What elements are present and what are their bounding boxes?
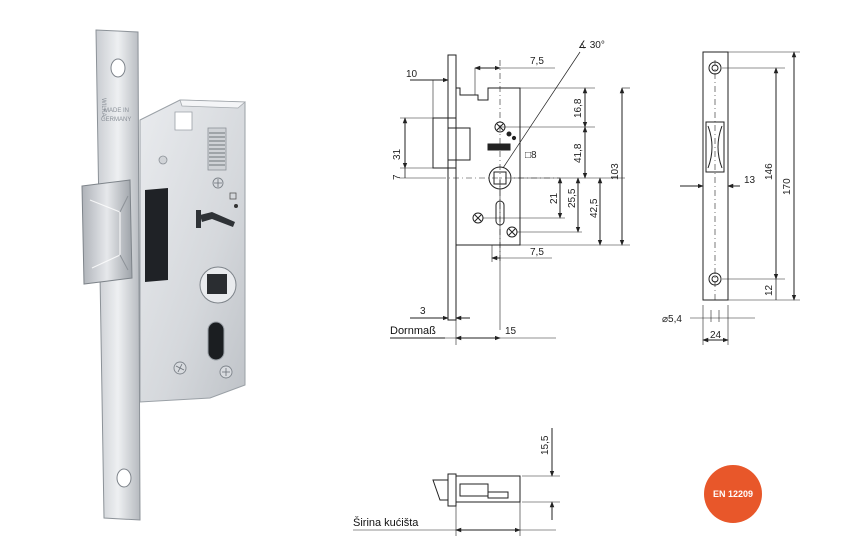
dim-diameter-5-4: ⌀5,4 [662, 314, 682, 325]
dim-7: 7 [392, 174, 403, 180]
top-view-labels: 15,5 Širina kućišta [353, 435, 551, 529]
side-view-labels: 13 146 170 12 ⌀5,4 24 [662, 163, 793, 341]
dornmass-label: Dornmaß [390, 325, 436, 337]
dim-7-5-top: 7,5 [530, 56, 544, 67]
housing-width-label: Širina kućišta [353, 516, 419, 529]
dim-13: 13 [744, 175, 756, 186]
dim-angle-30: ∡ 30° [578, 40, 605, 51]
dim-31: 31 [392, 148, 403, 160]
dim-170: 170 [782, 178, 793, 195]
dim-square-8: □8 [525, 150, 537, 161]
dim-15: 15 [505, 326, 517, 337]
cylinder-hole [207, 321, 225, 361]
spring [207, 127, 227, 171]
badge-text: EN 12209 [713, 489, 753, 499]
faceplate-side-outline [702, 51, 729, 301]
faceplate-outline [447, 54, 457, 321]
top-view-drawing [353, 428, 560, 536]
case-outline [455, 87, 521, 246]
front-view-drawing [390, 51, 630, 345]
dim-146: 146 [764, 163, 775, 180]
dim-12: 12 [764, 284, 775, 296]
dim-24: 24 [710, 330, 722, 341]
dim-42-5: 42,5 [589, 198, 600, 218]
dim-21: 21 [549, 192, 560, 204]
top-faceplate [447, 473, 457, 507]
brand-engraving: WILKA [100, 98, 106, 117]
dim-16-8: 16,8 [573, 98, 584, 118]
latch-bolt [81, 179, 133, 285]
dim-103: 103 [610, 163, 621, 180]
side-view-drawing [680, 51, 800, 345]
made-in-line1: MADE IN [104, 108, 129, 114]
dim-3: 3 [420, 306, 426, 317]
dim-25-5: 25,5 [567, 188, 578, 208]
dim-10: 10 [406, 69, 418, 80]
en-12209-badge: EN 12209 [704, 465, 762, 523]
dim-7-5-bottom: 7,5 [530, 247, 544, 258]
made-in-line2: GERMANY [101, 117, 131, 123]
lock-photo: WILKA MADE IN GERMANY [81, 29, 247, 521]
dim-41-8: 41,8 [573, 143, 584, 163]
front-view-labels: 10 7,5 ∡ 30° 16,8 31 41,8 □8 7 103 21 25… [390, 40, 621, 337]
dim-15-5: 15,5 [540, 435, 551, 455]
